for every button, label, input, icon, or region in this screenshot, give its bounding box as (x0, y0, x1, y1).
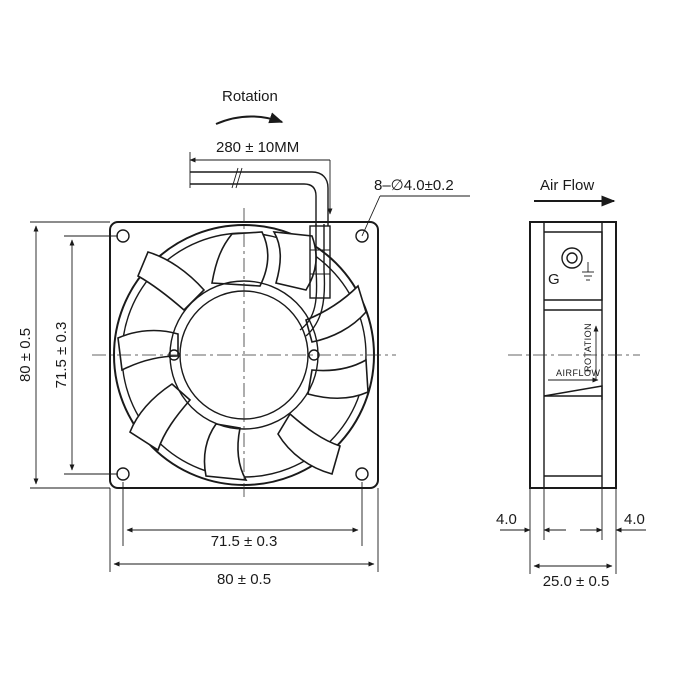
fan-lead-wires (299, 224, 326, 337)
cable-length-dimension: 280 ± 10MM (189, 139, 333, 215)
svg-text:G: G (548, 271, 560, 288)
fan-front-view (92, 167, 396, 500)
svg-text:AIRFLOW: AIRFLOW (556, 368, 601, 378)
cable-grommet (561, 247, 583, 269)
svg-text:25.0 ± 0.5: 25.0 ± 0.5 (543, 573, 610, 590)
fan-blades (117, 231, 369, 481)
svg-text:71.5 ± 0.3: 71.5 ± 0.3 (53, 322, 70, 389)
svg-text:80 ± 0.5: 80 ± 0.5 (17, 328, 34, 382)
hole-callout: 8–∅4.0±0.2 (361, 177, 470, 237)
front-width-dimensions: 71.5 ± 0.3 80 ± 0.5 (109, 482, 379, 588)
svg-text:4.0: 4.0 (624, 511, 645, 528)
svg-text:80 ± 0.5: 80 ± 0.5 (217, 571, 271, 588)
air-flow-label: Air Flow (540, 177, 594, 194)
svg-text:280 ± 10MM: 280 ± 10MM (216, 139, 299, 156)
rotation-label: Rotation (222, 88, 278, 105)
svg-text:4.0: 4.0 (496, 511, 517, 528)
side-dimensions: 4.0 4.0 25.0 ± 0.5 (496, 488, 646, 590)
svg-text:ROTATION: ROTATION (583, 323, 593, 372)
fan-side-view: Air Flow G ROTATION AIRFLOW (508, 177, 640, 489)
fan-cable (190, 171, 329, 226)
svg-text:8–∅4.0±0.2: 8–∅4.0±0.2 (374, 177, 454, 194)
curved-arrow-icon (215, 112, 284, 125)
ground-symbol-icon (582, 262, 594, 281)
svg-text:71.5 ± 0.3: 71.5 ± 0.3 (211, 533, 278, 550)
front-height-dimensions: 80 ± 0.5 71.5 ± 0.3 (17, 221, 118, 489)
